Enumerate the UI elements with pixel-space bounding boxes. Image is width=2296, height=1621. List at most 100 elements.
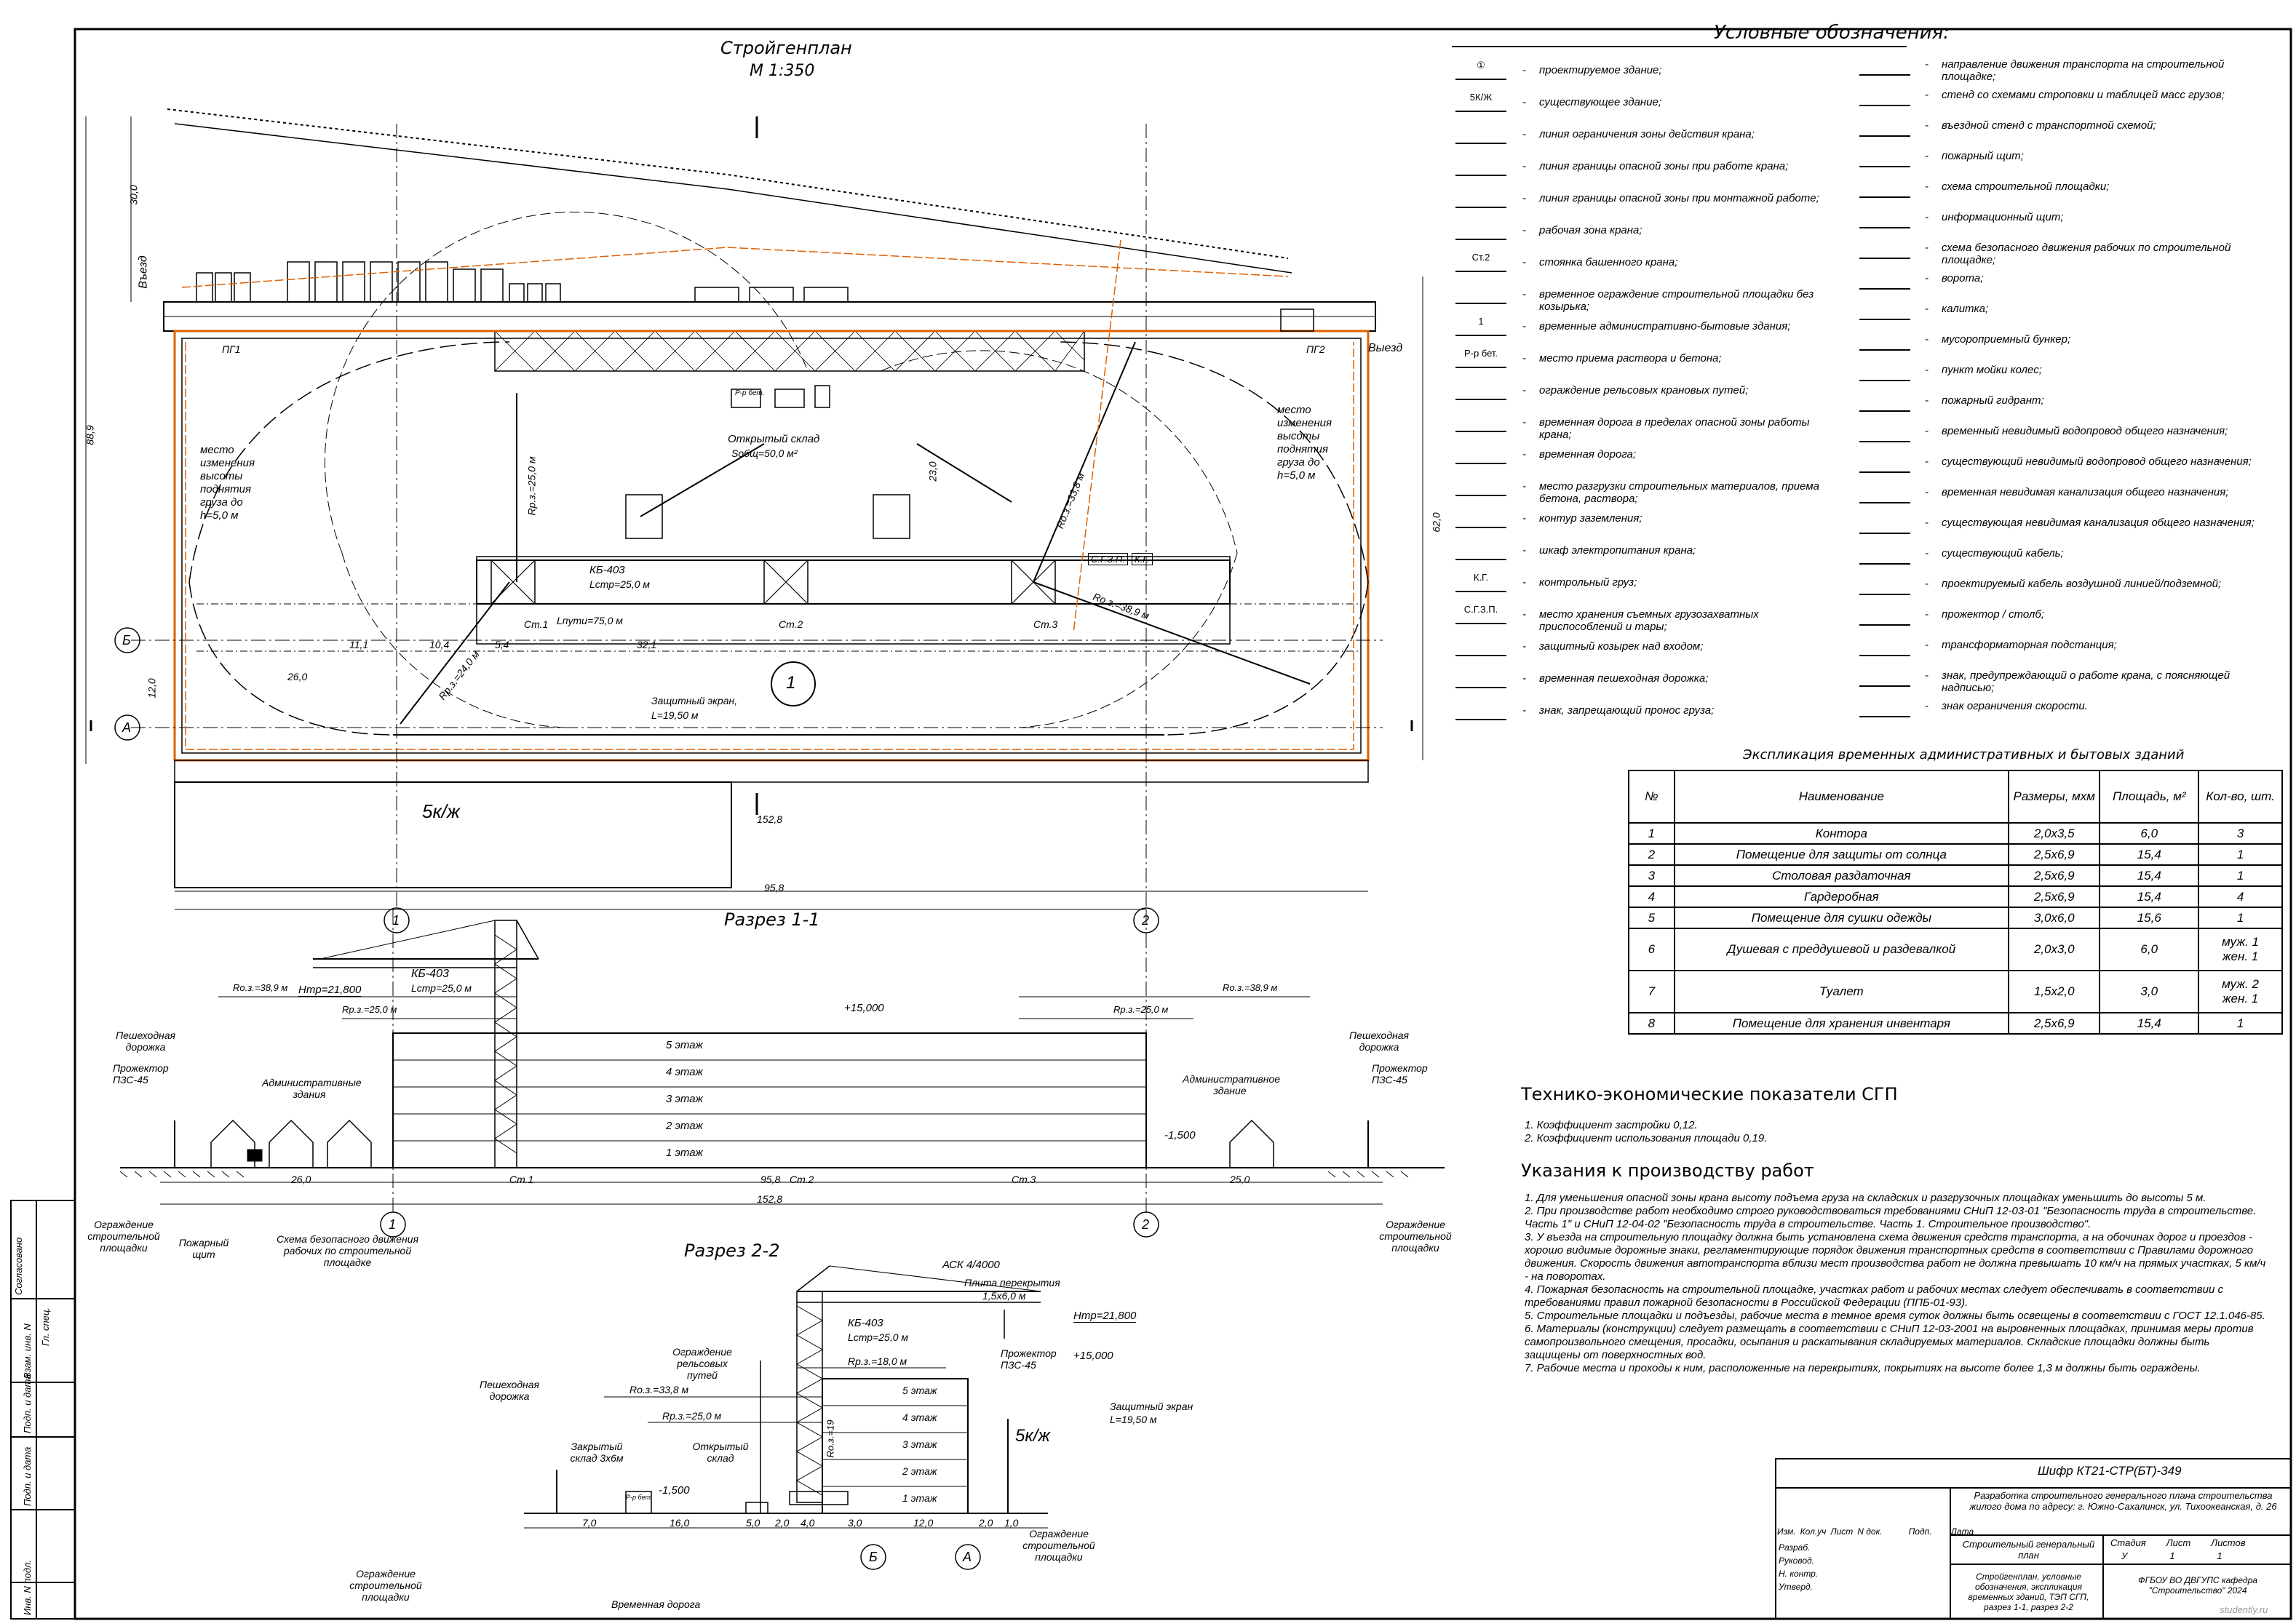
table-cell: 2,5х6,9 xyxy=(2008,843,2101,866)
sec11-hmp: Hmp=21,800 xyxy=(298,984,362,997)
legend-dash: - xyxy=(1925,394,1928,407)
legend-symbol-right xyxy=(1859,116,1910,137)
table-cell: 15,4 xyxy=(2099,885,2200,908)
dim-30-0: 30,0 xyxy=(127,185,140,205)
sec11-st2: Ст.2 xyxy=(790,1174,814,1185)
table-cell: Помещение для хранения инвентаря xyxy=(1673,1012,2010,1035)
sec22-closed-store: Закрытый склад 3х6м xyxy=(570,1441,624,1464)
sec11-ped-right: Пешеходная дорожка xyxy=(1348,1029,1410,1053)
sec11-d25: 25,0 xyxy=(1230,1174,1250,1185)
legend-item-left: линия границы опасной зоны при работе кр… xyxy=(1539,160,1789,172)
screen-label: Защитный экран, xyxy=(651,695,738,706)
sec22-plate-size: 1,5х6,0 м xyxy=(982,1290,1026,1302)
north-boundary xyxy=(167,108,1289,259)
table-cell: 1 xyxy=(2198,907,2283,929)
sec11-r25-left: Rр.з.=25,0 м xyxy=(342,1004,397,1015)
legend-dash: - xyxy=(1925,700,1928,712)
legend-symbol-right xyxy=(1859,514,1910,534)
legend-dash: - xyxy=(1522,384,1526,397)
concrete-receive: Р-р бет. xyxy=(735,389,765,397)
legend-title: Условные обозначения: xyxy=(1714,22,1950,44)
legend-item-left: линия границы опасной зоны при монтажной… xyxy=(1539,192,1819,204)
legend-dash: - xyxy=(1925,180,1928,193)
instr-item: 6. Материалы (конструкции) следует разме… xyxy=(1525,1323,2254,1361)
stamp-org: ФГБОУ ВО ДВГУПС кафедра "Строительство" … xyxy=(2138,1575,2257,1596)
table-cell: 2,5х6,9 xyxy=(2008,1012,2101,1035)
side-inv-orig: Инв. N подл. xyxy=(22,1560,33,1615)
table-cell: 15,4 xyxy=(2099,864,2200,887)
legend-item-right: въездной стенд с транспортной схемой; xyxy=(1942,119,2156,132)
legend-dash: - xyxy=(1522,320,1526,332)
side-agreed: Согласовано xyxy=(13,1237,24,1295)
th-qty: Кол-во, шт. xyxy=(2198,770,2283,824)
legend-symbol xyxy=(1455,188,1506,208)
instr-title: Указания к производству работ xyxy=(1521,1160,1814,1181)
hydrant-1: ПГ1 xyxy=(222,343,241,355)
crane-boom: Lстр=25,0 м xyxy=(589,578,650,590)
instr-item: 5. Строительные площадки и подъезды, раб… xyxy=(1525,1310,2265,1322)
sec22-r25: Rр.з.=25,0 м xyxy=(662,1410,722,1422)
side-sign-date-2: Подп. и дата xyxy=(22,1446,33,1506)
stamp-content: Стройгенплан, условные обозначения, эксп… xyxy=(1968,1572,2089,1612)
side-strip xyxy=(10,1200,76,1620)
sec11-kb: КБ-403 xyxy=(411,968,449,980)
legend-symbol: 1 xyxy=(1455,316,1506,336)
watermark: studently.ru xyxy=(2220,1604,2268,1615)
sec22-5kzh: 5к/ж xyxy=(1015,1426,1050,1446)
rail-length: Lпути=75,0 м xyxy=(557,615,623,626)
legend-item-left: рабочая зона крана; xyxy=(1539,224,1642,236)
dim-11-1: 11,1 xyxy=(349,639,369,650)
tep-list: 1. Коэффициент застройки 0,12. 2. Коэффи… xyxy=(1525,1119,1767,1145)
sec22-r338: Rо.з.=33,8 м xyxy=(629,1384,689,1395)
sec11-adm-left: Административные здания xyxy=(262,1077,362,1100)
legend-dash: - xyxy=(1925,547,1928,559)
sec22-kb: КБ-403 xyxy=(848,1317,883,1329)
radius-25: Rр.з.=25,0 м xyxy=(525,456,538,516)
legend-item-left: временное ограждение строительной площад… xyxy=(1539,288,1814,313)
dim-23-0: 23,0 xyxy=(926,461,939,482)
table-cell: 1 xyxy=(2198,843,2283,866)
table-cell: 2 xyxy=(1628,843,1675,866)
legend-dash: - xyxy=(1522,608,1526,621)
sec11-floor-2: 2 этаж xyxy=(666,1120,703,1132)
legend-item-left: знак, запрещающий пронос груза; xyxy=(1539,704,1715,717)
side-inv-replace: Взам. инв. N xyxy=(22,1323,33,1379)
legend-item-right: направление движения транспорта на строи… xyxy=(1942,58,2225,83)
sec11-proj-left: Прожектор ПЗС-45 xyxy=(113,1062,169,1086)
crane-station-1: Ст.1 xyxy=(524,618,549,630)
legend-symbol-right xyxy=(1859,361,1910,381)
legend-symbol xyxy=(1455,540,1506,560)
sec11-axis-2: 2 xyxy=(1142,1217,1150,1232)
legend-item-right: информационный щит; xyxy=(1942,211,2064,223)
site-boundary xyxy=(174,123,1292,274)
kg-label: К.Г. xyxy=(1132,553,1153,565)
sec11-axis-1: 1 xyxy=(389,1217,397,1232)
sec22-hmp: Hmp=21,800 xyxy=(1073,1310,1137,1323)
legend-symbol xyxy=(1455,508,1506,528)
sec11-elev-bot: -1,500 xyxy=(1164,1129,1196,1142)
legend-item-left: место разгрузки строительных материалов,… xyxy=(1539,480,1819,505)
table-cell: 5 xyxy=(1628,907,1675,929)
table-cell: муж. 1 жен. 1 xyxy=(2198,928,2283,971)
th-num: № xyxy=(1628,770,1675,824)
entry-label: Въезд xyxy=(137,255,150,289)
table-cell: 3 xyxy=(2198,822,2283,845)
dim-32-1: 32,1 xyxy=(637,639,657,650)
inner-road xyxy=(181,338,1362,754)
sec22-screen: Защитный экран xyxy=(1110,1401,1193,1412)
axis-b-plan: Б xyxy=(122,633,131,648)
legend-dash: - xyxy=(1522,416,1526,429)
legend-symbol: 5К/Ж xyxy=(1455,92,1506,112)
legend-item-right: существующий невидимый водопровод общего… xyxy=(1942,455,2252,468)
legend-item-right: знак ограничения скорости. xyxy=(1942,700,2088,712)
legend-symbol xyxy=(1455,220,1506,240)
open-store-area: Sобщ=50,0 м² xyxy=(731,447,798,459)
table-cell: 1,5х2,0 xyxy=(2008,970,2101,1013)
instr-item: 7. Рабочие места и проходы к ним, распол… xyxy=(1525,1362,2201,1374)
sec11-title: Разрез 1-1 xyxy=(724,909,820,930)
sec11-fire-shield: Пожарный щит xyxy=(178,1237,229,1260)
side-sign-date-1: Подп. и дата xyxy=(22,1374,33,1433)
